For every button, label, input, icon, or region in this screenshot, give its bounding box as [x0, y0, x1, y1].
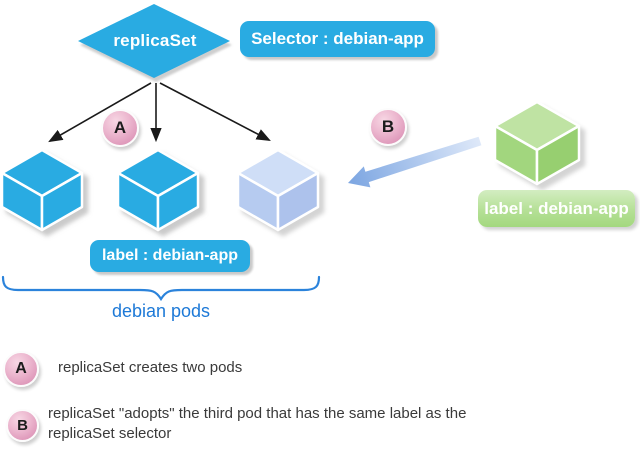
pods-group-brace-icon — [1, 275, 321, 302]
legend-text-b-line2: replicaSet selector — [48, 425, 172, 442]
marker-b-badge: B — [369, 108, 407, 146]
replicaset-label: replicaSet — [113, 31, 197, 50]
legend-text-a: replicaSet creates two pods — [58, 359, 243, 376]
legend-marker-b: B — [6, 409, 39, 442]
pods-group-caption: debian pods — [111, 301, 211, 321]
green-pod-label-badge: label : debian-app — [478, 190, 635, 227]
marker-a-badge: A — [101, 109, 139, 147]
create-arrows — [48, 82, 271, 143]
legend-text-b: replicaSet "adopts" the third pod that h… — [48, 404, 608, 444]
pods-label-badge: label : debian-app — [90, 240, 250, 272]
selector-badge: Selector : debian-app — [240, 21, 435, 57]
pod-cube-3-icon — [236, 148, 320, 232]
legend-marker-a: A — [3, 351, 39, 387]
pod-cube-2-icon — [116, 148, 200, 232]
green-pod-cube-icon — [493, 100, 581, 186]
replicaset-diamond-icon — [78, 4, 230, 78]
legend-text-b-line1: replicaSet "adopts" the third pod that h… — [48, 405, 467, 422]
pod-cube-1-icon — [0, 148, 84, 232]
adopt-arrow-icon — [348, 136, 482, 188]
